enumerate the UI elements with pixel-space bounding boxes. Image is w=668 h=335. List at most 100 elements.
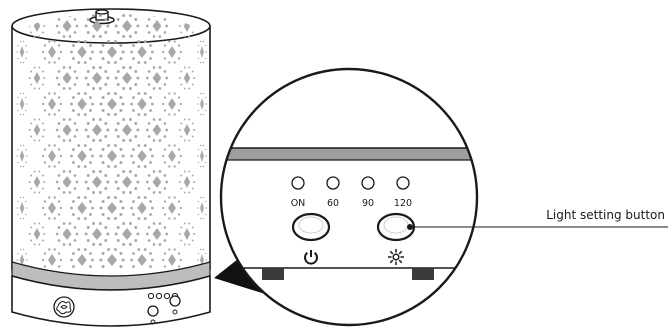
pattern-diamond bbox=[47, 202, 57, 214]
pattern-dot bbox=[25, 109, 27, 112]
foot-left bbox=[262, 268, 284, 280]
pattern-dot bbox=[41, 187, 44, 190]
pattern-dot bbox=[163, 200, 167, 203]
pattern-dot bbox=[122, 191, 126, 194]
foot-right bbox=[412, 268, 434, 280]
pattern-dot bbox=[163, 252, 167, 255]
pattern-dot bbox=[143, 165, 147, 168]
pattern-dot bbox=[183, 66, 186, 69]
base-power-button[interactable] bbox=[147, 305, 159, 317]
pattern-dot bbox=[191, 122, 194, 125]
pattern-dot bbox=[152, 139, 156, 142]
pattern-dot bbox=[168, 92, 171, 95]
pattern-dot bbox=[91, 102, 94, 106]
pattern-dot bbox=[17, 252, 19, 255]
pattern-dot bbox=[202, 165, 205, 168]
pattern-dot bbox=[130, 154, 134, 158]
pattern-dot bbox=[92, 66, 96, 69]
pattern-dot bbox=[57, 200, 61, 203]
pattern-dot bbox=[57, 174, 61, 177]
pattern-dot bbox=[53, 165, 56, 168]
pattern-dot bbox=[107, 269, 110, 272]
pattern-dot bbox=[180, 122, 183, 125]
pattern-dot bbox=[128, 66, 132, 69]
pattern-dot bbox=[19, 40, 22, 43]
pattern-dot bbox=[168, 40, 171, 43]
pattern-dot bbox=[183, 243, 186, 246]
pattern-dot bbox=[26, 103, 28, 105]
pattern-dot bbox=[53, 248, 56, 251]
pattern-dot bbox=[168, 196, 171, 199]
pattern-dot bbox=[143, 248, 147, 251]
pattern-dot bbox=[143, 144, 147, 147]
pattern-dot bbox=[196, 103, 199, 105]
pattern-dot bbox=[147, 239, 151, 242]
pattern-diamond bbox=[19, 254, 25, 266]
pattern-dot bbox=[57, 96, 61, 99]
pattern-dot bbox=[132, 109, 135, 112]
pattern-dot bbox=[143, 113, 147, 116]
pattern-dot bbox=[104, 226, 108, 229]
pattern-dot bbox=[122, 35, 126, 38]
pattern-dot bbox=[86, 239, 90, 242]
pattern-dot bbox=[132, 57, 135, 60]
pattern-dot bbox=[119, 265, 123, 268]
pattern-dot bbox=[106, 232, 110, 236]
pattern-dot bbox=[116, 187, 120, 190]
pattern-dot bbox=[119, 200, 123, 203]
pattern-dot bbox=[136, 180, 140, 184]
pattern-dot bbox=[57, 18, 61, 21]
pattern-dot bbox=[204, 109, 207, 112]
pattern-dot bbox=[122, 87, 126, 90]
pattern-diamond bbox=[152, 20, 162, 32]
pattern-dot bbox=[199, 61, 202, 64]
pattern-dot bbox=[114, 232, 118, 236]
pattern-dot bbox=[162, 206, 165, 210]
pattern-dot bbox=[73, 135, 77, 138]
pattern-dot bbox=[38, 66, 41, 69]
pattern-dot bbox=[99, 50, 103, 54]
pattern-dot bbox=[104, 31, 108, 34]
pattern-diamond bbox=[92, 72, 102, 84]
pattern-dot bbox=[17, 148, 19, 151]
base-control-panel bbox=[147, 292, 181, 325]
pattern-dot bbox=[116, 135, 120, 138]
pattern-dot bbox=[165, 180, 169, 184]
pattern-dot bbox=[43, 44, 47, 47]
pattern-dot bbox=[179, 77, 181, 79]
pattern-dot bbox=[73, 239, 77, 242]
pattern-dot bbox=[121, 206, 125, 210]
pattern-dot bbox=[72, 109, 75, 112]
pattern-dot bbox=[48, 144, 51, 147]
pattern-dot bbox=[59, 258, 62, 262]
base-light-button[interactable] bbox=[169, 295, 181, 307]
pattern-dot bbox=[99, 258, 103, 262]
pattern-dot bbox=[179, 233, 181, 235]
pattern-dot bbox=[149, 213, 152, 216]
pattern-dot bbox=[75, 128, 79, 132]
pattern-dot bbox=[165, 232, 169, 236]
pattern-dot bbox=[158, 243, 162, 246]
pattern-dot bbox=[77, 144, 81, 147]
pattern-diamond bbox=[47, 98, 57, 110]
pattern-dot bbox=[25, 96, 27, 99]
pattern-dot bbox=[204, 96, 207, 99]
pattern-dot bbox=[116, 70, 120, 73]
pattern-dot bbox=[136, 232, 140, 236]
pattern-dot bbox=[104, 239, 108, 242]
power-button[interactable] bbox=[291, 212, 331, 242]
pattern-dot bbox=[98, 118, 102, 121]
pattern-dot bbox=[43, 161, 47, 164]
pattern-dot bbox=[104, 187, 108, 190]
pattern-diamond bbox=[183, 72, 191, 84]
pattern-dot bbox=[107, 217, 111, 220]
pattern-dot bbox=[183, 139, 186, 142]
pattern-dot bbox=[72, 44, 75, 47]
pattern-diamond bbox=[152, 176, 162, 188]
pattern-dot bbox=[128, 170, 132, 173]
pattern-dot bbox=[177, 96, 181, 99]
pattern-dot bbox=[57, 161, 61, 164]
pattern-dot bbox=[165, 24, 169, 28]
pattern-dot bbox=[137, 113, 141, 116]
